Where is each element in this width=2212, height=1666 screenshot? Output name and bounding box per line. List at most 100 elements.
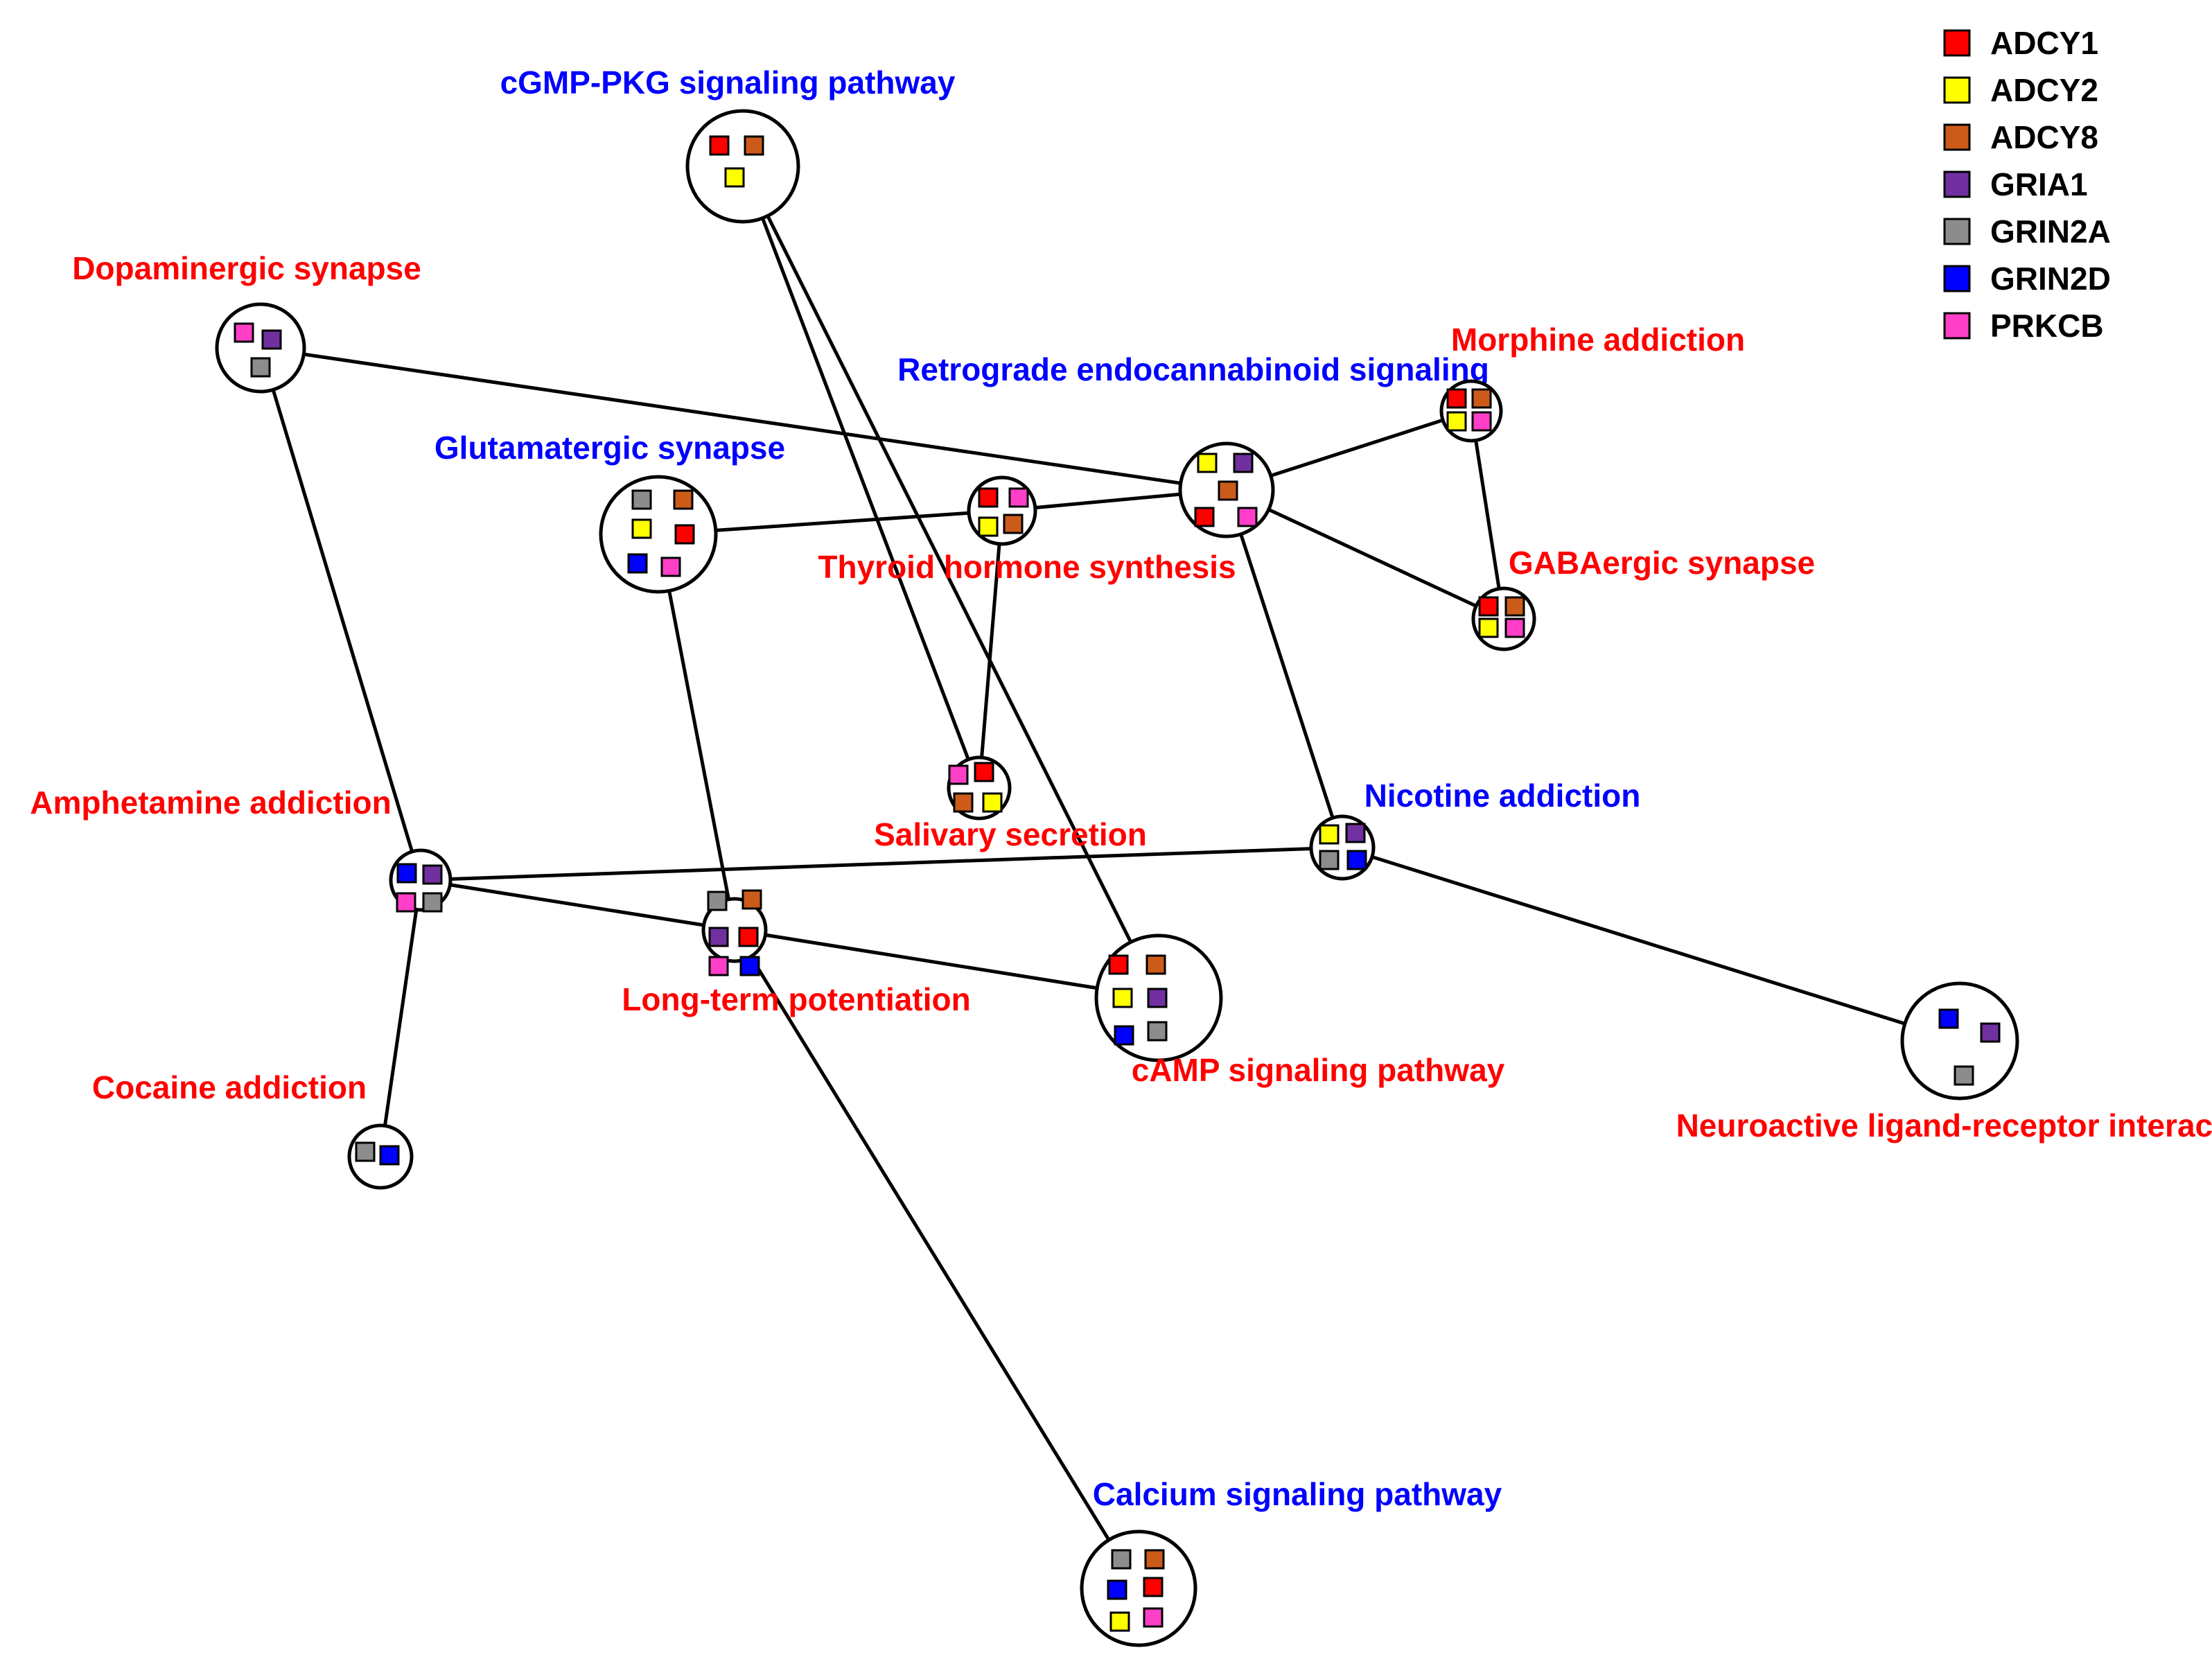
- node-circle: [685, 109, 800, 224]
- node-label: Neuroactive ligand-receptor interaction: [1676, 1107, 2212, 1143]
- gene-square-gria1: [422, 864, 443, 885]
- network-edges: [258, 165, 1960, 1590]
- gene-square-prkcb: [1008, 487, 1029, 508]
- node-label: Salivary secretion: [874, 816, 1147, 852]
- edge-amph-ltp: [420, 878, 735, 932]
- node-retro: Retrograde endocannabinoid signaling: [897, 351, 1489, 538]
- gene-square-grin2d: [1114, 1025, 1134, 1046]
- gene-square-adcy1: [1194, 507, 1215, 527]
- gene-square-grin2d: [1938, 1008, 1959, 1029]
- edge-gluta-ltp: [656, 534, 737, 931]
- node-saliv: Salivary secretion: [874, 755, 1147, 852]
- gene-square-adcy2: [1478, 617, 1499, 638]
- node-calc: Calcium signaling pathway: [1080, 1476, 1502, 1647]
- gene-square-prkcb: [1471, 411, 1492, 432]
- node-circle: [599, 475, 718, 594]
- gene-square-adcy1: [1108, 954, 1129, 975]
- gene-square-gria1: [261, 329, 282, 350]
- legend-swatch: [1943, 218, 1971, 245]
- edge-morph-gaba: [1469, 410, 1506, 620]
- gene-square-grin2a: [250, 357, 271, 378]
- gene-square-gria1: [1345, 823, 1366, 843]
- node-label: Thyroid hormone synthesis: [818, 549, 1236, 585]
- gene-square-adcy1: [1143, 1577, 1164, 1597]
- gene-square-adcy2: [1319, 824, 1340, 845]
- gene-square-adcy2: [631, 518, 652, 539]
- gene-square-adcy1: [674, 524, 695, 545]
- node-label: cGMP-PKG signaling pathway: [500, 64, 956, 100]
- gene-square-grin2a: [355, 1141, 376, 1162]
- gene-square-grin2a: [707, 891, 728, 911]
- gene-square-adcy8: [741, 889, 762, 910]
- node-label: GABAergic synapse: [1509, 545, 1815, 581]
- edge-amph-coca: [378, 879, 423, 1157]
- gene-square-grin2d: [379, 1145, 400, 1166]
- node-ltp: Long-term potentiation: [622, 889, 971, 1017]
- gene-square-adcy8: [1146, 954, 1166, 975]
- node-circle: [215, 302, 306, 394]
- gene-square-adcy8: [1003, 514, 1024, 534]
- gene-square-prkcb: [1143, 1607, 1164, 1628]
- gene-square-adcy8: [1504, 596, 1525, 617]
- gene-square-grin2d: [1107, 1579, 1127, 1600]
- gene-square-prkcb: [1237, 507, 1258, 527]
- gene-square-grin2a: [631, 489, 652, 510]
- node-circle: [1080, 1529, 1197, 1647]
- node-label: cAMP signaling pathway: [1132, 1052, 1505, 1088]
- gene-square-adcy1: [978, 487, 999, 508]
- legend-label: ADCY8: [1990, 119, 2098, 155]
- legend-swatch: [1943, 312, 1971, 340]
- edge-retro-gaba: [1225, 488, 1505, 621]
- legend-item-grin2d: GRIN2D: [1943, 261, 2111, 297]
- gene-square-prkcb: [396, 892, 416, 913]
- node-gluta: Glutamatergic synapse: [434, 430, 785, 594]
- edge-cgmp-camp: [741, 165, 1161, 999]
- gene-square-adcy2: [1446, 411, 1467, 432]
- gene-square-adcy2: [1109, 1611, 1130, 1632]
- legend-label: PRKCB: [1990, 308, 2104, 344]
- gene-square-adcy2: [1112, 988, 1133, 1008]
- gene-square-adcy2: [1197, 453, 1218, 473]
- node-gaba: GABAergic synapse: [1471, 545, 1815, 651]
- legend-item-gria1: GRIA1: [1943, 166, 2088, 202]
- gene-square-adcy1: [709, 135, 730, 156]
- gene-square-gria1: [1147, 988, 1168, 1008]
- gene-square-grin2d: [396, 863, 417, 884]
- gene-square-grin2a: [1954, 1065, 1974, 1086]
- gene-square-adcy1: [1478, 596, 1499, 617]
- node-label: Long-term potentiation: [622, 981, 970, 1017]
- node-label: Calcium signaling pathway: [1093, 1476, 1502, 1512]
- node-coca: Cocaine addiction: [92, 1069, 414, 1190]
- legend-item-adcy8: ADCY8: [1943, 119, 2098, 155]
- node-label: Morphine addiction: [1451, 322, 1745, 358]
- gene-square-adcy2: [724, 167, 745, 188]
- node-label: Cocaine addiction: [92, 1069, 367, 1105]
- gene-square-gria1: [1233, 453, 1254, 473]
- gene-square-gria1: [1980, 1022, 2001, 1043]
- node-label: Nicotine addiction: [1364, 778, 1641, 814]
- legend-swatch: [1943, 123, 1971, 151]
- node-nic: Nicotine addiction: [1309, 778, 1641, 881]
- node-label: Glutamatergic synapse: [434, 430, 785, 466]
- gene-square-grin2d: [627, 553, 648, 574]
- gene-square-adcy8: [1218, 480, 1238, 501]
- node-dopa: Dopaminergic synapse: [72, 250, 421, 394]
- gene-square-prkcb: [948, 764, 969, 785]
- edge-amph-nic: [420, 845, 1343, 882]
- gene-square-gria1: [708, 927, 729, 947]
- node-camp: cAMP signaling pathway: [1094, 933, 1505, 1088]
- edge-ltp-camp: [734, 928, 1159, 1000]
- gene-square-grin2a: [1111, 1549, 1132, 1570]
- gene-square-prkcb: [660, 556, 681, 577]
- gene-square-adcy8: [953, 792, 974, 813]
- edge-dopa-retro: [260, 346, 1227, 492]
- legend-item-prkcb: PRKCB: [1943, 308, 2104, 344]
- node-label: Retrograde endocannabinoid signaling: [897, 351, 1489, 387]
- gene-square-prkcb: [708, 956, 729, 976]
- legend-item-adcy1: ADCY1: [1943, 25, 2098, 61]
- node-amph: Amphetamine addiction: [30, 784, 453, 913]
- legend-label: GRIN2D: [1990, 261, 2111, 297]
- edge-nic-neuro: [1342, 845, 1960, 1043]
- gene-square-grin2d: [739, 956, 760, 976]
- gene-square-adcy8: [1471, 388, 1492, 409]
